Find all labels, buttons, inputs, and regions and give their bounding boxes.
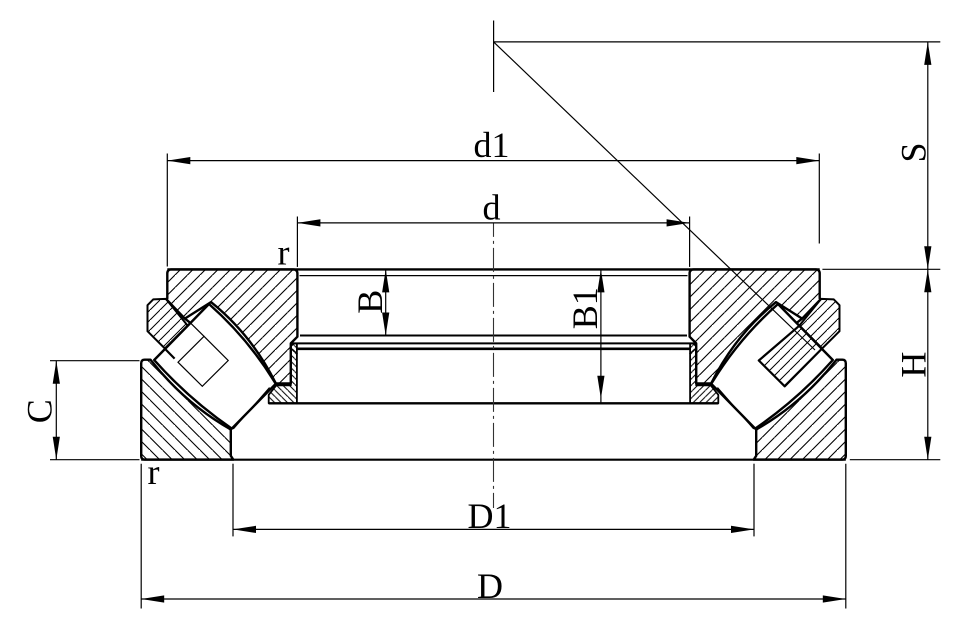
svg-text:B: B	[350, 290, 390, 314]
svg-text:S: S	[894, 142, 934, 162]
svg-text:C: C	[20, 399, 60, 423]
svg-text:r: r	[278, 233, 290, 273]
svg-text:r: r	[148, 452, 160, 492]
svg-text:d: d	[483, 188, 501, 228]
svg-text:B1: B1	[565, 287, 605, 329]
svg-text:d1: d1	[474, 125, 510, 165]
svg-text:D1: D1	[468, 496, 512, 536]
svg-text:H: H	[894, 352, 934, 378]
svg-text:D: D	[477, 566, 503, 606]
